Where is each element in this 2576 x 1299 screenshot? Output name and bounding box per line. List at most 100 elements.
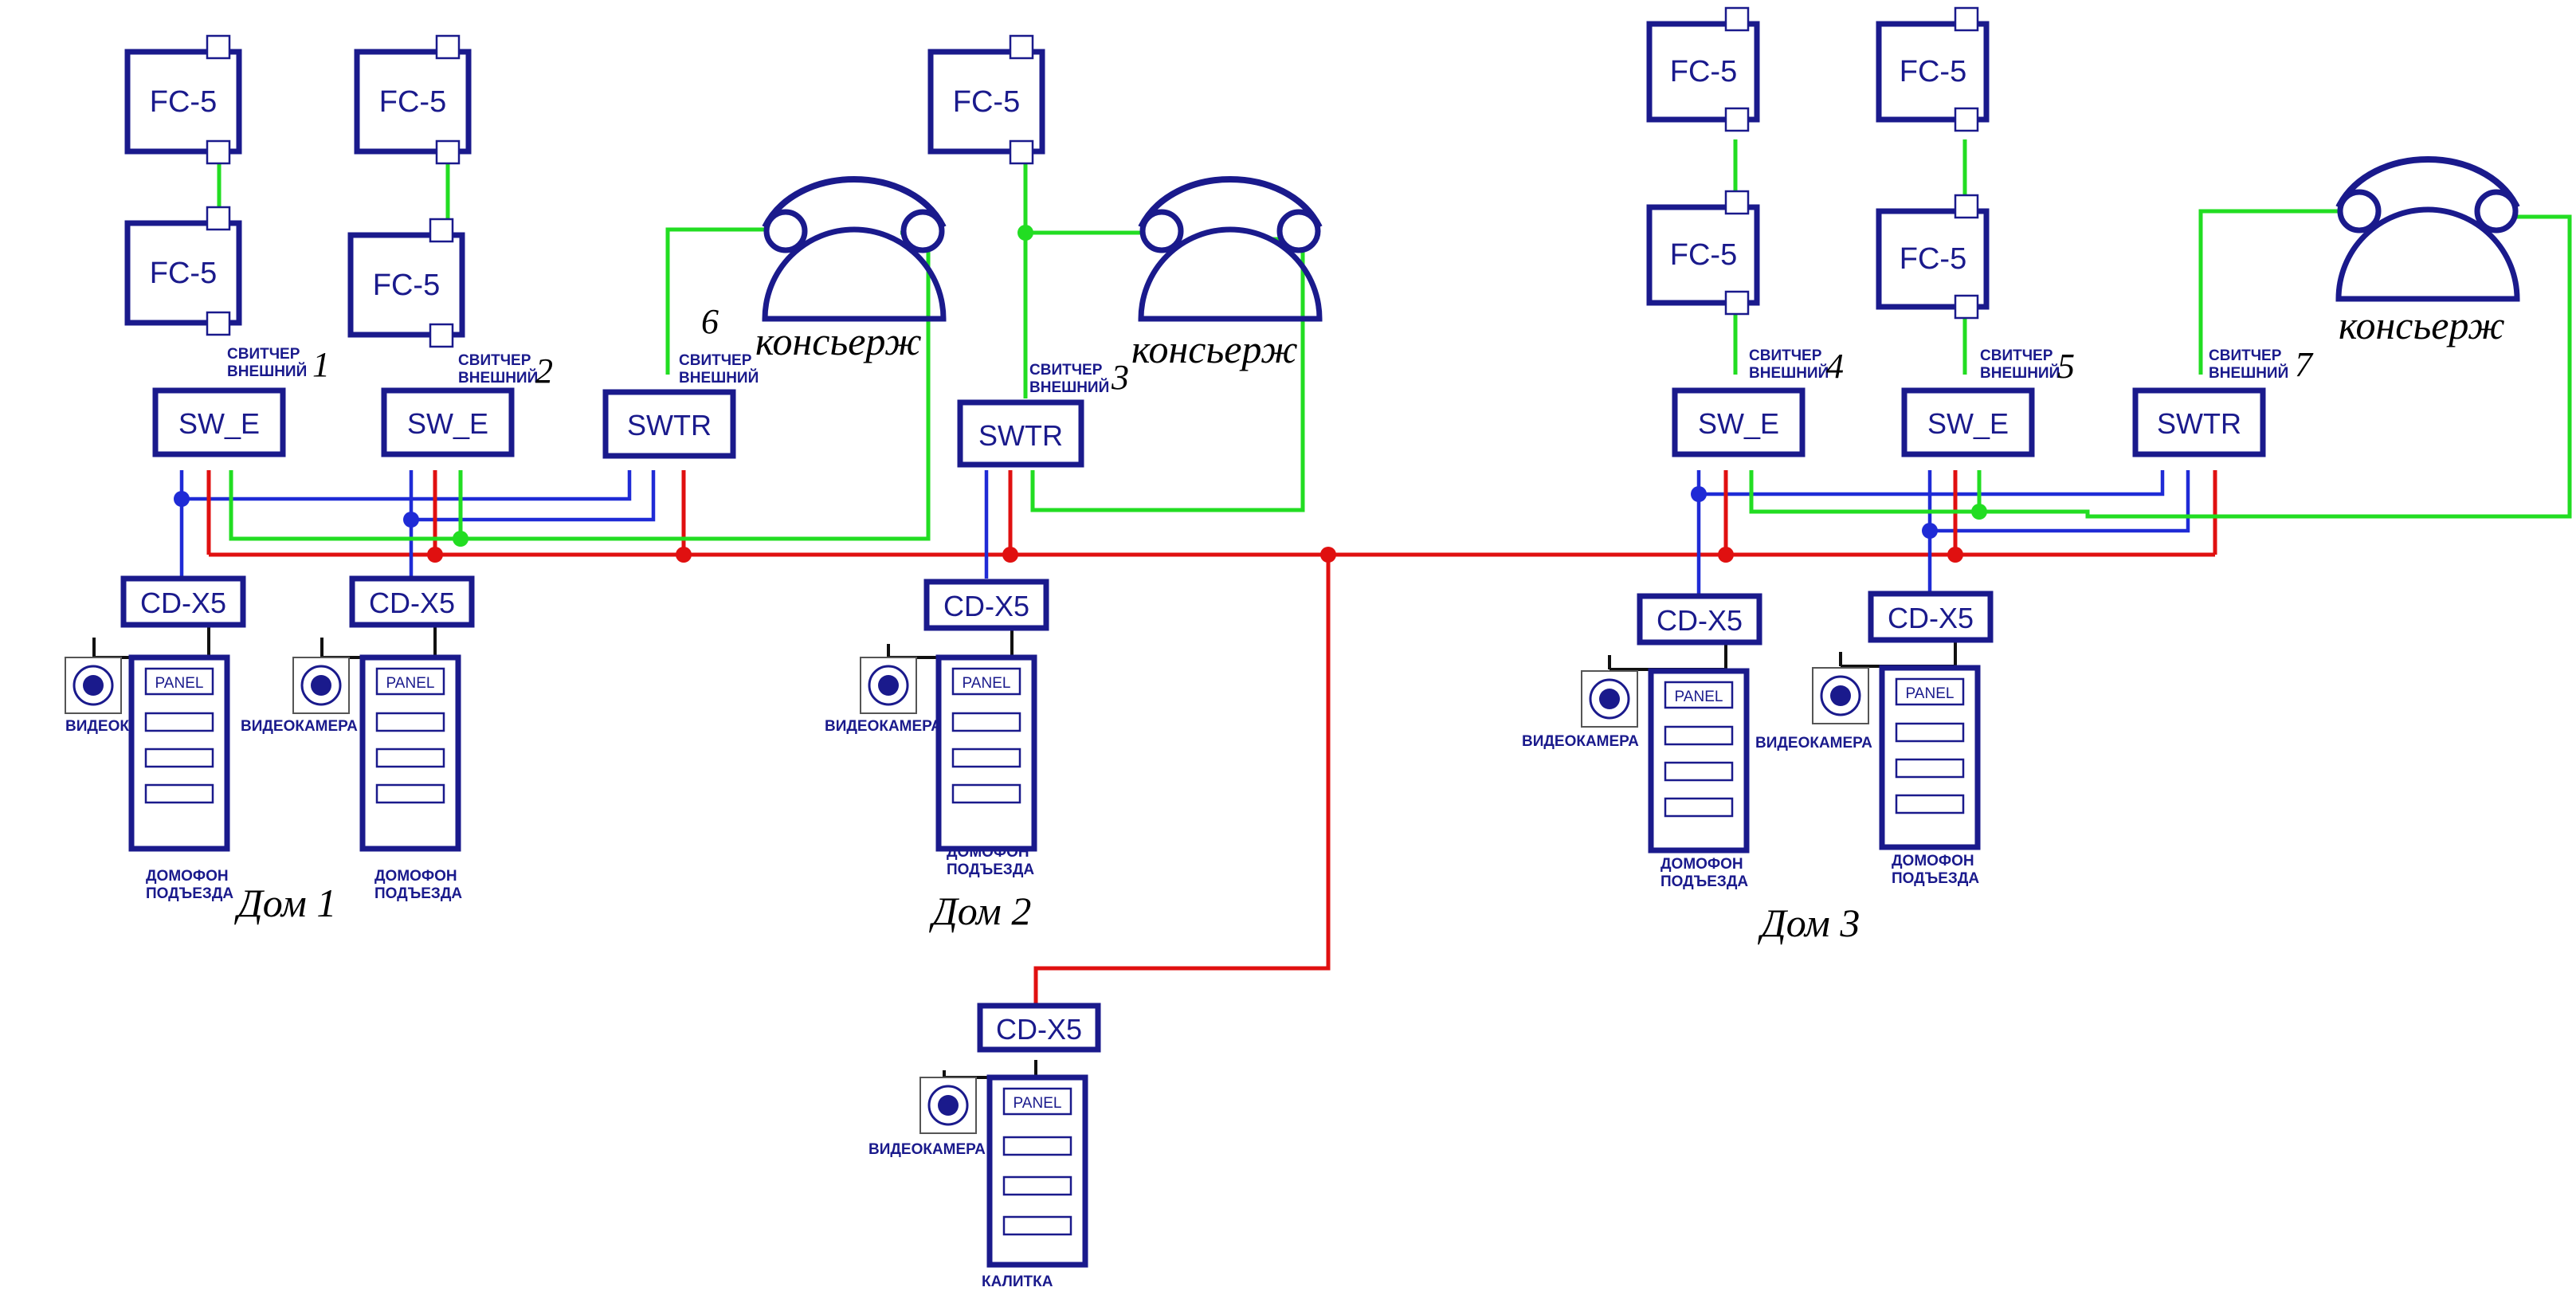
panel-slot	[1664, 725, 1734, 746]
junction-dot	[1017, 225, 1033, 241]
handset-base-icon	[2335, 206, 2520, 302]
junction-dot	[427, 547, 443, 563]
fc5-connector	[206, 206, 231, 231]
camera-label: ВИДЕОКАМЕРА	[825, 718, 942, 735]
fc5-label: FC-5	[373, 269, 440, 302]
handset-receiver-icon	[2335, 156, 2520, 209]
door-panel: PANEL ДОМОФОН ПОДЪЕЗДА	[1879, 665, 1981, 887]
cdx5-unit: CD-X5	[349, 575, 475, 628]
junction-dot	[1947, 547, 1963, 563]
switcher-number: 2	[535, 351, 553, 390]
h1-blue-bus	[182, 470, 632, 501]
door-label: ПОДЪЕЗДА	[146, 885, 233, 902]
handset-receiver-icon	[762, 176, 947, 229]
door-panel: PANEL ДОМОФОН ПОДЪЕЗДА	[935, 654, 1037, 878]
gate-panel: PANEL КАЛИТКА	[982, 1074, 1088, 1290]
concierge-handset	[1138, 176, 1323, 322]
panel-slot	[1664, 761, 1734, 782]
switcher-number: 7	[2295, 345, 2314, 384]
panel-header	[1664, 681, 1734, 709]
handset-base-icon	[762, 226, 947, 322]
switcher-caption: ВНЕШНИЙ	[2209, 364, 2288, 382]
junction-dot	[453, 531, 469, 547]
junction-dot	[1002, 547, 1018, 563]
door-label: ДОМОФОН	[146, 868, 229, 885]
concierge-handset	[2335, 156, 2520, 302]
handset-base-icon	[1138, 226, 1323, 322]
fc5-label: FC-5	[1900, 242, 1966, 276]
swtr-label: SWTR	[978, 419, 1063, 452]
switcher-number: 6	[701, 302, 719, 341]
fc5-label: FC-5	[150, 257, 217, 290]
handset-earpiece-icon	[2337, 189, 2382, 234]
video-camera: ВИДЕОКАМЕРА	[1522, 670, 1639, 750]
swtr-module: SWTR	[2132, 387, 2266, 457]
cdx5-box	[977, 1003, 1101, 1053]
panel-label: PANEL	[155, 675, 204, 692]
fc5-label: FC-5	[1670, 238, 1737, 272]
fc5-module: FC-5	[1876, 6, 1990, 132]
fc5-box	[1646, 21, 1760, 123]
fc5-connector	[1724, 290, 1750, 316]
handset-earpiece-icon	[1139, 209, 1184, 253]
panel-slot	[375, 783, 445, 804]
panel-slot	[1664, 797, 1734, 818]
switcher-number: 5	[2057, 347, 2075, 386]
door-label: ДОМОФОН	[1892, 853, 1974, 869]
door-label: ПОДЪЕЗДА	[374, 885, 462, 902]
fc5-box	[1876, 21, 1990, 123]
switcher-caption: ВНЕШНИЙ	[1980, 364, 2060, 382]
door-panel: PANEL ДОМОФОН ПОДЪЕЗДА	[1648, 668, 1750, 890]
h3-black	[1608, 644, 1727, 671]
switcher-caption: СВИТЧЕР	[2209, 347, 2282, 364]
fc5-connector	[1954, 194, 1979, 219]
cdx5-box	[1868, 591, 1994, 643]
fc5-box	[927, 49, 1045, 155]
cdx5-box	[349, 575, 475, 628]
panel-slot	[375, 712, 445, 732]
fc5-connector	[1954, 6, 1979, 32]
switcher-caption: ВНЕШНИЙ	[679, 369, 759, 387]
h2-black	[887, 630, 1014, 659]
camera-iris-icon	[83, 675, 104, 696]
switcher-number: 3	[1111, 358, 1129, 397]
camera-label: ВИДЕОКАМЕРА	[1755, 735, 1872, 752]
fc5-connector	[1724, 190, 1750, 215]
fc5-label: FC-5	[1670, 55, 1737, 88]
fc5-label: FC-5	[953, 85, 1020, 119]
fc5-module: FC-5	[1646, 190, 1760, 316]
fc5-connector	[435, 34, 461, 60]
swtr-box	[957, 399, 1084, 468]
swtr-label: SWTR	[2157, 407, 2241, 440]
sw-e-label: SW_E	[1698, 407, 1779, 440]
door-label: ПОДЪЕЗДА	[1660, 873, 1748, 890]
cdx5-label: CD-X5	[1888, 602, 1974, 634]
video-camera: ВИДЕОКАМЕРА	[1755, 667, 1872, 752]
junction-dot	[403, 512, 419, 528]
switcher-caption: ВНЕШНИЙ	[1749, 364, 1829, 382]
fc5-box	[124, 220, 242, 326]
fc5-connector	[1724, 107, 1750, 132]
fc5-box	[124, 49, 242, 155]
red-to-gate	[1033, 555, 1331, 1006]
concierge-handset	[762, 176, 947, 322]
cdx5-box	[923, 579, 1049, 631]
camera-iris-icon	[311, 675, 331, 696]
concierge-label: консьерж	[2339, 303, 2505, 347]
fc5-module: FC-5	[1876, 194, 1990, 320]
cdx5-units: CD-X5 CD-X5 CD-X5 CD-X5 CD-X5 CD-X5	[120, 575, 1994, 1053]
panel-slot	[1895, 794, 1965, 814]
swtr-module: SWTR	[957, 399, 1084, 468]
panel-slot	[1895, 722, 1965, 743]
fc5-module: FC-5	[927, 34, 1045, 165]
switcher-caption: СВИТЧЕР	[1029, 362, 1103, 379]
junction-dot	[174, 491, 190, 507]
panel-slot	[1002, 1136, 1072, 1156]
video-camera: ВИДЕОКАМЕРА	[868, 1077, 986, 1158]
gate-label: КАЛИТКА	[982, 1273, 1053, 1290]
junction-dot	[1320, 547, 1336, 563]
house-labels: Дом 1 Дом 2 Дом 3	[234, 881, 1860, 945]
fc5-modules: FC-5 FC-5 FC-5 FC-5 FC-5	[124, 6, 1990, 348]
handset-receiver-icon	[1138, 176, 1323, 229]
fc5-label: FC-5	[1900, 55, 1966, 88]
